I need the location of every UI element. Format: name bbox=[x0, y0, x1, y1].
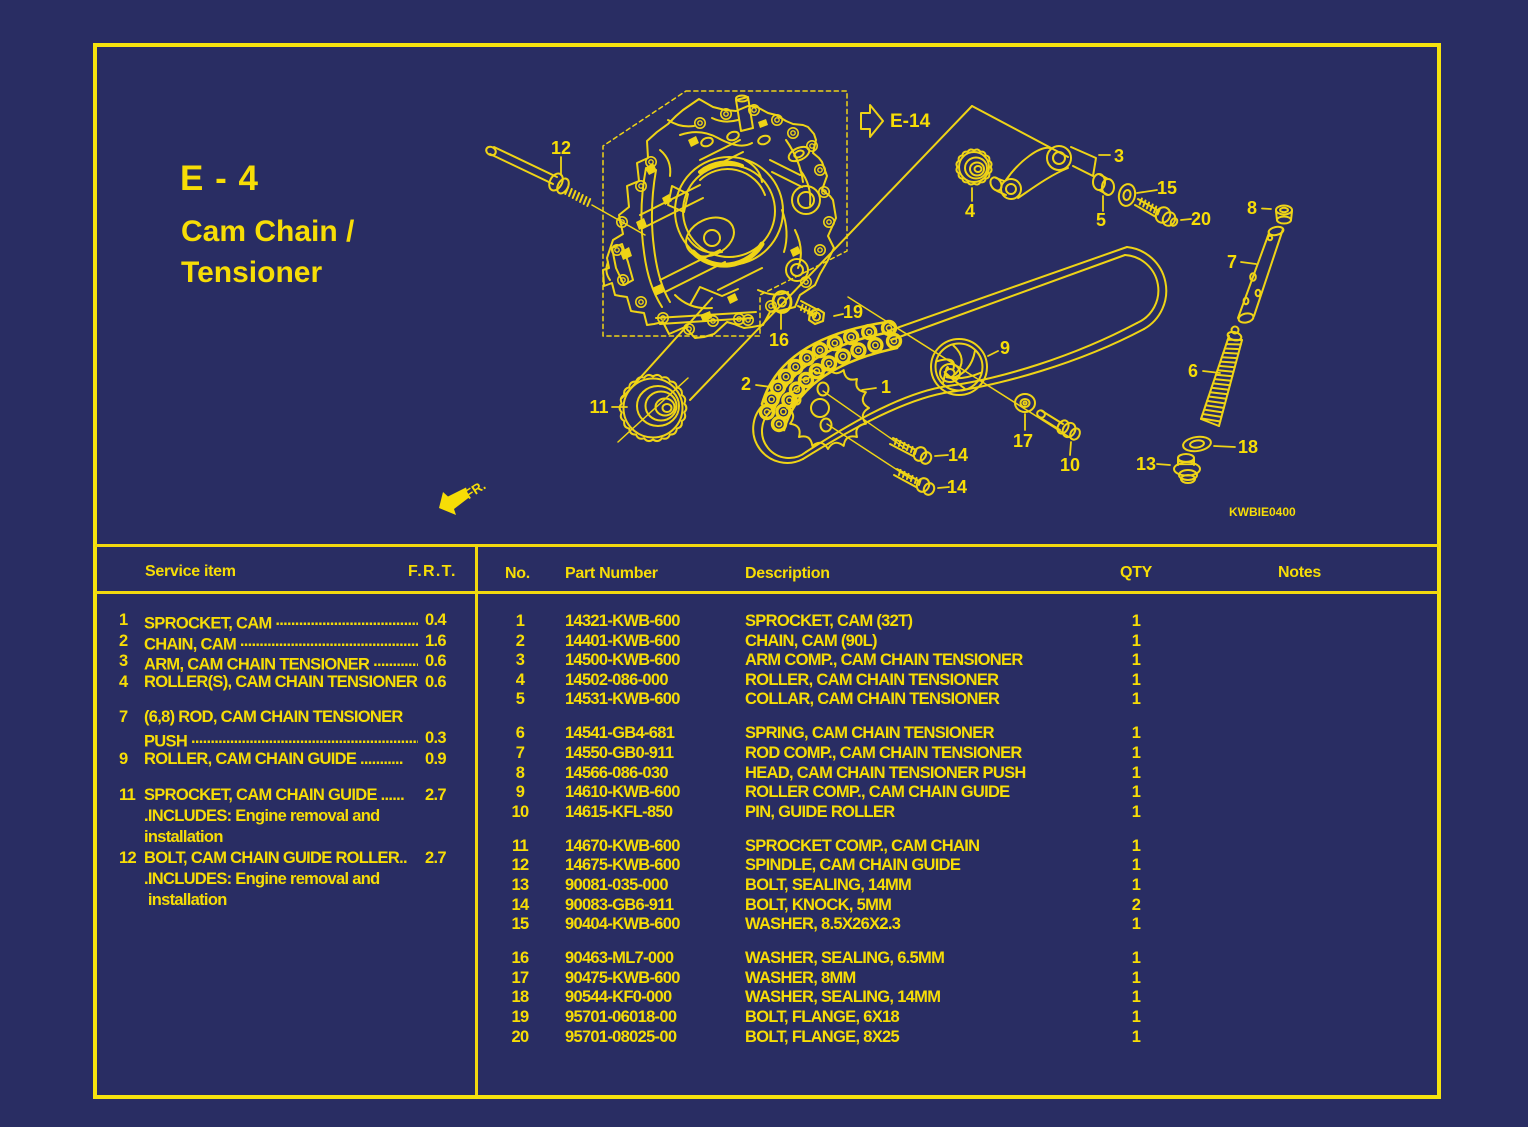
svg-text:11: 11 bbox=[589, 397, 608, 417]
svg-text:9: 9 bbox=[1000, 338, 1010, 358]
svg-text:14: 14 bbox=[948, 445, 968, 465]
svg-text:6: 6 bbox=[1188, 361, 1198, 381]
svg-text:E-14: E-14 bbox=[890, 111, 931, 132]
svg-text:7: 7 bbox=[1227, 252, 1237, 272]
svg-text:17: 17 bbox=[1013, 431, 1033, 451]
svg-text:16: 16 bbox=[769, 330, 789, 350]
svg-text:12: 12 bbox=[551, 138, 571, 158]
svg-text:13: 13 bbox=[1136, 454, 1156, 474]
svg-text:8: 8 bbox=[1247, 198, 1257, 218]
svg-text:14: 14 bbox=[947, 477, 967, 497]
svg-text:18: 18 bbox=[1238, 437, 1258, 457]
svg-text:4: 4 bbox=[965, 201, 975, 221]
svg-text:KWBIE0400: KWBIE0400 bbox=[1229, 505, 1296, 519]
svg-text:15: 15 bbox=[1157, 178, 1177, 198]
svg-text:10: 10 bbox=[1060, 455, 1080, 475]
svg-text:19: 19 bbox=[843, 302, 863, 322]
svg-text:1: 1 bbox=[881, 377, 891, 397]
svg-text:3: 3 bbox=[1114, 146, 1124, 166]
svg-text:5: 5 bbox=[1096, 210, 1106, 230]
svg-text:2: 2 bbox=[741, 374, 751, 394]
svg-text:20: 20 bbox=[1191, 209, 1211, 229]
